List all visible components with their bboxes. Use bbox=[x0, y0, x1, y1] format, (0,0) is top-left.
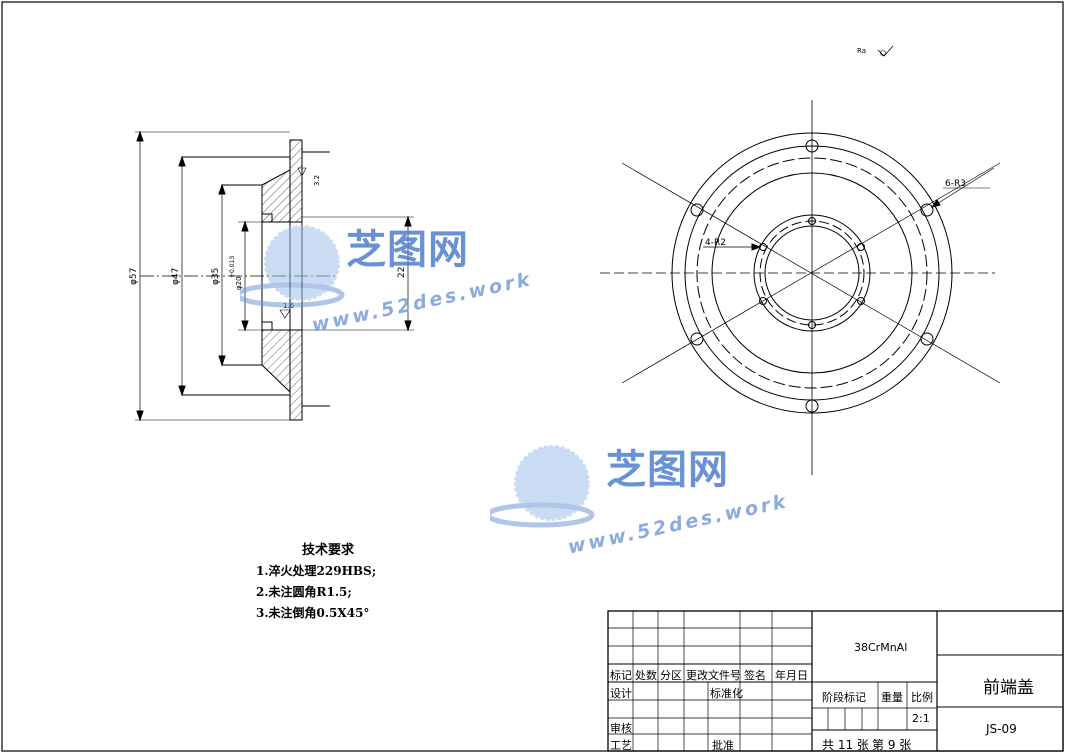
dim-d35: φ35 bbox=[211, 268, 221, 285]
header-mark: 标记 bbox=[610, 669, 632, 682]
dim-d57: φ57 bbox=[129, 268, 139, 285]
tech-req-line-2: 2.未注圆角R1.5; bbox=[256, 585, 352, 599]
label-holes-large: 6-R3 bbox=[945, 179, 966, 189]
header-zone: 分区 bbox=[660, 669, 682, 682]
roughness-3-2: 3.2 bbox=[313, 175, 321, 186]
watermark-globe-icon bbox=[490, 443, 595, 528]
roughness-label: Ra bbox=[857, 47, 866, 55]
header-date: 年月日 bbox=[775, 669, 808, 682]
watermark-2: 芝图网 www.52des.work bbox=[490, 415, 820, 565]
dim-bore-tol: +0.013 bbox=[229, 256, 236, 278]
label-ratio: 比例 bbox=[911, 691, 933, 704]
drawing-number: JS-09 bbox=[986, 722, 1017, 736]
label-weight: 重量 bbox=[881, 691, 903, 704]
front-view bbox=[600, 100, 1001, 475]
label-process: 工艺 bbox=[610, 739, 632, 752]
technical-requirements: 技术要求 1.淬火处理229HBS; 2.未注圆角R1.5; 3.未注倒角0.5… bbox=[256, 540, 376, 624]
sheets-total: 共 11 张 bbox=[822, 738, 869, 752]
watermark-title: 芝图网 bbox=[346, 227, 469, 273]
tech-req-line-3: 3.未注倒角0.5X45° bbox=[256, 606, 370, 620]
tech-req-title: 技术要求 bbox=[302, 543, 355, 558]
header-change-doc: 更改文件号 bbox=[686, 669, 741, 682]
watermark-title: 芝图网 bbox=[606, 447, 729, 493]
header-count: 处数 bbox=[635, 669, 657, 682]
label-approve: 批准 bbox=[712, 739, 734, 752]
part-name: 前端盖 bbox=[983, 678, 1034, 698]
label-stage-mark: 阶段标记 bbox=[822, 691, 866, 704]
section-view bbox=[135, 130, 414, 422]
label-standardize: 标准化 bbox=[710, 687, 743, 700]
sheet-number: 第 9 张 bbox=[872, 738, 912, 752]
watermark-globe-icon bbox=[240, 223, 345, 308]
dim-d47: φ47 bbox=[171, 268, 181, 285]
general-roughness-mark: Ra bbox=[857, 45, 894, 57]
title-block bbox=[607, 610, 1064, 752]
tech-req-line-1: 1.淬火处理229HBS; bbox=[256, 564, 377, 578]
header-signature: 签名 bbox=[744, 669, 766, 682]
label-review: 审核 bbox=[610, 722, 632, 735]
dim-bore: φ20 bbox=[235, 276, 243, 290]
watermark-1: 芝图网 www.52des.work bbox=[240, 195, 560, 345]
dim-len22: 22 bbox=[397, 267, 407, 278]
material: 38CrMnAl bbox=[854, 641, 908, 654]
label-holes-small: 4-R2 bbox=[705, 238, 726, 248]
label-design: 设计 bbox=[610, 687, 632, 700]
scale-value: 2:1 bbox=[912, 712, 930, 725]
